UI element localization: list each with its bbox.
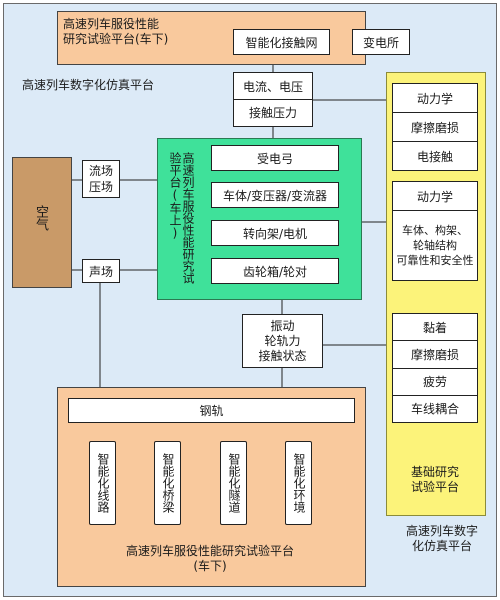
gearbox-wheelset-box: 齿轮箱/轮对 — [211, 258, 339, 284]
carbody-transformer-box: 车体/变压器/变流器 — [211, 182, 339, 208]
contact-pressure-label: 接触压力 — [248, 106, 297, 120]
dynamics-label-2: 动力学 — [416, 189, 453, 204]
group1-box: 动力学 摩擦磨损 电接触 — [392, 83, 478, 171]
group2-box: 动力学 车体、构架、 轮轴结构 可靠性和安全性 — [392, 181, 478, 281]
group3-box: 黏着 摩擦磨损 疲劳 车线耦合 — [392, 313, 478, 423]
smart-environment-label: 智能化环境 — [292, 453, 306, 513]
ground-platform-title: 高速列车服役性能研究试验平台 (车下) — [125, 544, 294, 573]
smart-tunnel-label: 智能化隧道 — [227, 453, 241, 513]
sound-field-box: 声场 — [82, 259, 120, 283]
vibration-box: 振动 轮轨力 接触状态 — [242, 314, 323, 368]
current-voltage-label: 电流、电压 — [242, 80, 303, 94]
air-label: 空气 — [33, 205, 48, 231]
smart-environment-box: 智能化环境 — [285, 441, 312, 525]
adhesion-label: 黏着 — [422, 320, 447, 335]
basic-research-title: 基础研究 试验平台 — [410, 465, 459, 494]
pantograph-box: 受电弓 — [211, 145, 339, 171]
reliability-label: 车体、构架、 轮轴结构 可靠性和安全性 — [396, 224, 474, 267]
smart-bridge-label: 智能化桥梁 — [161, 453, 175, 513]
sim-platform-label: 高速列车数字化仿真平台 — [22, 78, 155, 92]
friction-wear-label-2: 摩擦磨损 — [410, 347, 459, 362]
top-platform-title: 高速列车服役性能 研究试验平台(车下) — [63, 17, 169, 46]
electric-contact-label: 电接触 — [416, 149, 453, 164]
air-box — [12, 157, 72, 288]
smart-line-label: 智能化线路 — [96, 453, 110, 513]
substation-box: 变电所 — [352, 29, 410, 55]
current-voltage-box: 电流、电压 接触压力 — [233, 72, 313, 127]
smart-bridge-box: 智能化桥梁 — [154, 441, 181, 525]
onboard-platform-title: 高速列车服役性能研究试验平台(车上) — [168, 152, 195, 284]
rail-box: 钢轨 — [68, 398, 355, 423]
vehicle-line-coupling-label: 车线耦合 — [410, 402, 459, 417]
bogie-motor-box: 转向架/电机 — [211, 220, 339, 246]
friction-wear-label: 摩擦磨损 — [410, 120, 459, 135]
fatigue-label: 疲劳 — [422, 375, 447, 390]
smart-catenary-box: 智能化接触网 — [233, 29, 330, 55]
smart-tunnel-box: 智能化隧道 — [220, 441, 247, 525]
sim-platform-label-bottom: 高速列车数字 化仿真平台 — [405, 524, 478, 553]
dynamics-label: 动力学 — [416, 91, 453, 106]
flow-field-box: 流场 压场 — [82, 160, 120, 198]
smart-line-box: 智能化线路 — [89, 441, 116, 525]
